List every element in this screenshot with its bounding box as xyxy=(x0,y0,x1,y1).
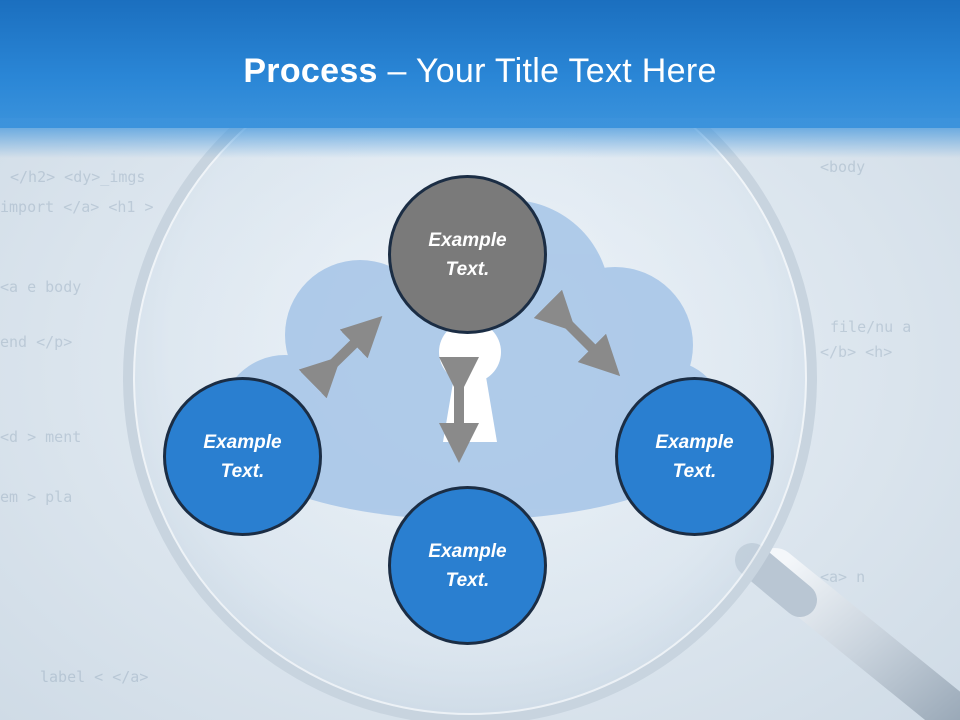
code-texture: <a> n xyxy=(820,568,866,586)
code-texture: import </a> <h1 > xyxy=(0,198,154,216)
title-bar xyxy=(0,0,960,128)
code-texture: <a e body xyxy=(0,278,82,296)
code-texture: </b> <h> xyxy=(820,343,893,361)
slide-title: Process – Your Title Text Here xyxy=(0,52,960,91)
node-left-label: Example Text. xyxy=(203,431,282,482)
title-rest: – Your Title Text Here xyxy=(377,52,717,90)
node-right: Example Text. xyxy=(615,377,774,536)
node-bottom-label: Example Text. xyxy=(428,540,507,591)
title-bold: Process xyxy=(243,52,378,90)
connector-arrow-right xyxy=(533,289,621,377)
node-top-label: Example Text. xyxy=(428,229,507,280)
code-texture: <body xyxy=(820,158,866,176)
node-left: Example Text. xyxy=(163,377,322,536)
node-bottom: Example Text. xyxy=(388,486,547,645)
code-texture: em > pla xyxy=(0,488,73,506)
title-bar-fade xyxy=(0,118,960,158)
connector-arrow-left xyxy=(298,316,383,399)
node-right-label: Example Text. xyxy=(655,431,734,482)
code-texture: <d > ment xyxy=(0,428,82,446)
code-texture: end </p> xyxy=(0,333,73,351)
code-texture: </h2> <dy>_imgs xyxy=(10,168,146,186)
node-top: Example Text. xyxy=(388,175,547,334)
code-texture: label < </a> xyxy=(40,668,149,686)
code-texture: file/nu a xyxy=(830,318,912,336)
